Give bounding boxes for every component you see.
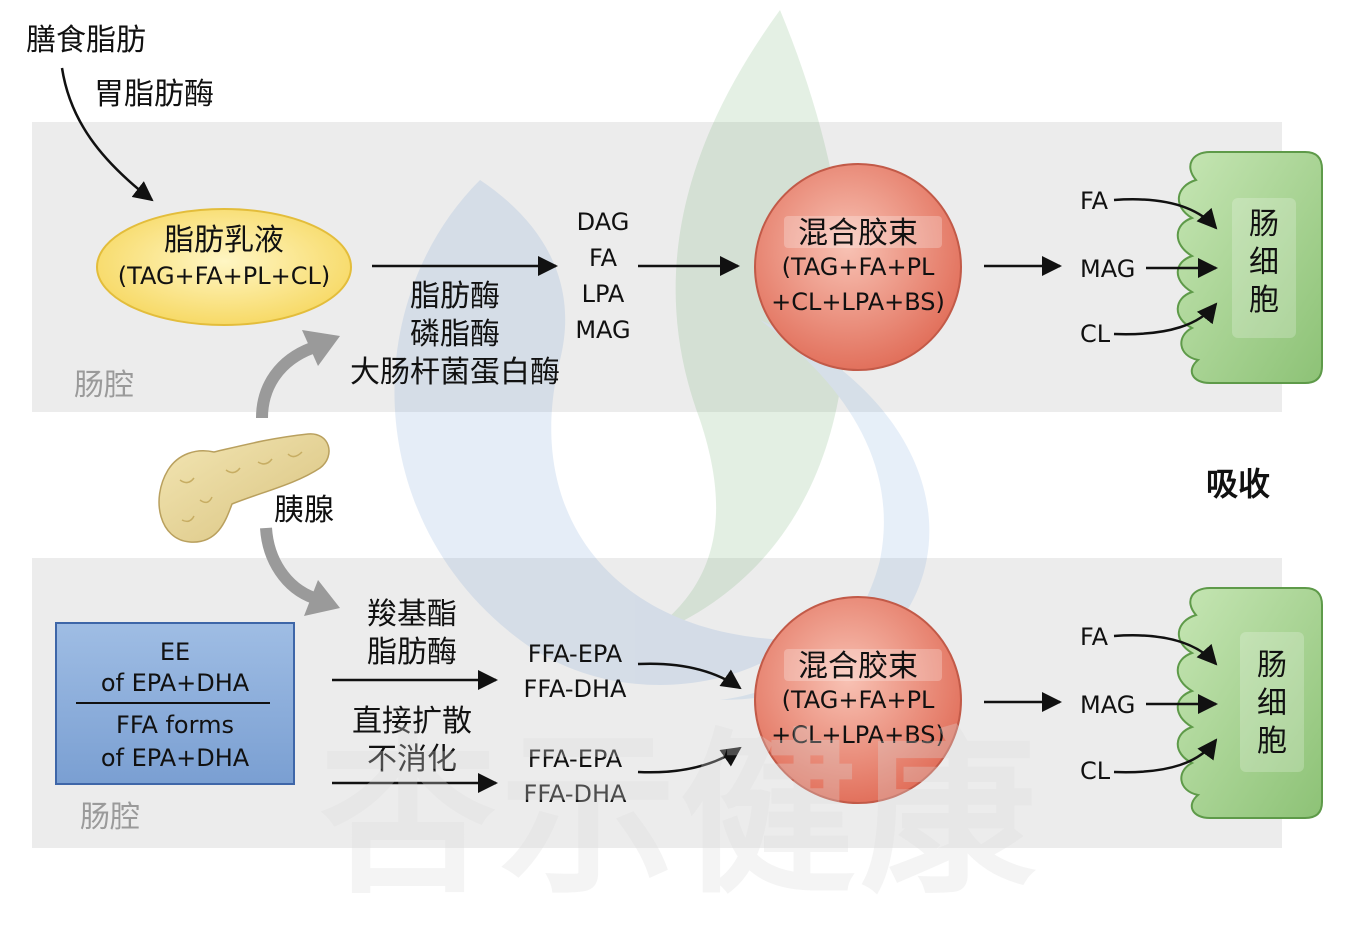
- direct-diffusion-label: 直接扩散: [352, 704, 472, 739]
- lumen-bottom-label: 肠腔: [80, 800, 140, 835]
- gray-arrow-down: [260, 527, 317, 604]
- product-dag: DAG: [576, 208, 630, 236]
- arrow-cl-top: [1113, 302, 1218, 336]
- micelle-top-title: 混合胶束: [798, 216, 918, 251]
- ffa-epa-2: FFA-EPA: [527, 745, 623, 773]
- gray-arrow-up: [256, 342, 315, 419]
- no-digestion-label: 不消化: [367, 742, 457, 777]
- dietary-fat-label: 膳食脂肪: [26, 23, 146, 58]
- enzyme-phospholipase: 磷脂酶: [410, 317, 500, 352]
- enzyme-lipase: 脂肪酶: [410, 279, 500, 314]
- cell-bottom-char2: 细: [1257, 686, 1287, 721]
- emulsion-title: 脂肪乳液: [164, 223, 284, 258]
- emulsion-formula: (TAG+FA+PL+CL): [117, 262, 331, 290]
- cell-highlight-bottom: [1240, 632, 1304, 772]
- micelle-bottom-line1: (TAG+FA+PL: [781, 686, 935, 714]
- micelle-highlight-bottom: [784, 649, 942, 681]
- arrow-ffa1-to-micelle: [637, 662, 742, 690]
- ffa-epa-1: FFA-EPA: [527, 640, 623, 668]
- product-lpa: LPA: [581, 280, 625, 308]
- micelle-bottom-title: 混合胶束: [798, 649, 918, 684]
- cell-top-char2: 细: [1249, 245, 1279, 280]
- gray-arrow-up-head: [302, 330, 340, 366]
- micelle-circle-bottom: [754, 596, 962, 804]
- absorb-bottom-mag: MAG: [1080, 691, 1136, 719]
- ester-box-line2: of EPA+DHA: [100, 669, 250, 697]
- absorb-top-fa: FA: [1080, 187, 1109, 215]
- cell-bottom-char1: 肠: [1257, 648, 1287, 683]
- lumen-top-label: 肠腔: [74, 368, 134, 403]
- product-mag: MAG: [575, 316, 631, 344]
- micelle-highlight-top: [784, 216, 942, 248]
- ester-box-line3: FFA forms: [116, 711, 234, 739]
- micelle-top-line1: (TAG+FA+PL: [781, 253, 935, 281]
- watermark-text: 杏示健康: [320, 713, 1041, 918]
- arrow-fat-to-emulsion: [60, 67, 154, 202]
- micelle-bottom-line2: +CL+LPA+BS): [771, 721, 945, 749]
- micelle-top-line2: +CL+LPA+BS): [771, 288, 945, 316]
- cell-top-char3: 胞: [1249, 283, 1279, 318]
- absorb-bottom-cl: CL: [1080, 757, 1111, 785]
- arrow-cl-bottom: [1113, 738, 1218, 774]
- arrow-ffa2-to-micelle: [637, 746, 742, 774]
- ffa-dha-1: FFA-DHA: [523, 675, 627, 703]
- absorb-bottom-fa: FA: [1080, 623, 1109, 651]
- arrow-fa-top: [1113, 198, 1218, 230]
- absorb-top-mag: MAG: [1080, 255, 1136, 283]
- cell-top-char1: 肠: [1249, 207, 1279, 242]
- micelle-circle-top: [754, 163, 962, 371]
- pancreas-label: 胰腺: [274, 493, 334, 528]
- gray-arrow-down-head: [304, 580, 340, 616]
- product-fa: FA: [588, 244, 618, 272]
- gastric-lipase-label: 胃脂肪酶: [94, 77, 214, 112]
- enzyme-bacterial-protease: 大肠杆菌蛋白酶: [350, 355, 560, 390]
- emulsion-ellipse: [96, 208, 352, 326]
- ffa-dha-2: FFA-DHA: [523, 780, 627, 808]
- cell-bottom-char3: 胞: [1257, 724, 1287, 759]
- pancreas-icon: [158, 433, 330, 543]
- arrow-fa-bottom: [1113, 634, 1218, 666]
- ester-box-line4: of EPA+DHA: [100, 744, 250, 772]
- absorption-label: 吸收: [1206, 465, 1271, 503]
- absorb-top-cl: CL: [1080, 320, 1111, 348]
- cell-highlight-top: [1232, 198, 1296, 338]
- ester-box-line1: EE: [159, 638, 191, 666]
- carboxyl-lipase-label: 脂肪酶: [367, 635, 457, 670]
- carboxyl-ester-label: 羧基酯: [367, 597, 457, 632]
